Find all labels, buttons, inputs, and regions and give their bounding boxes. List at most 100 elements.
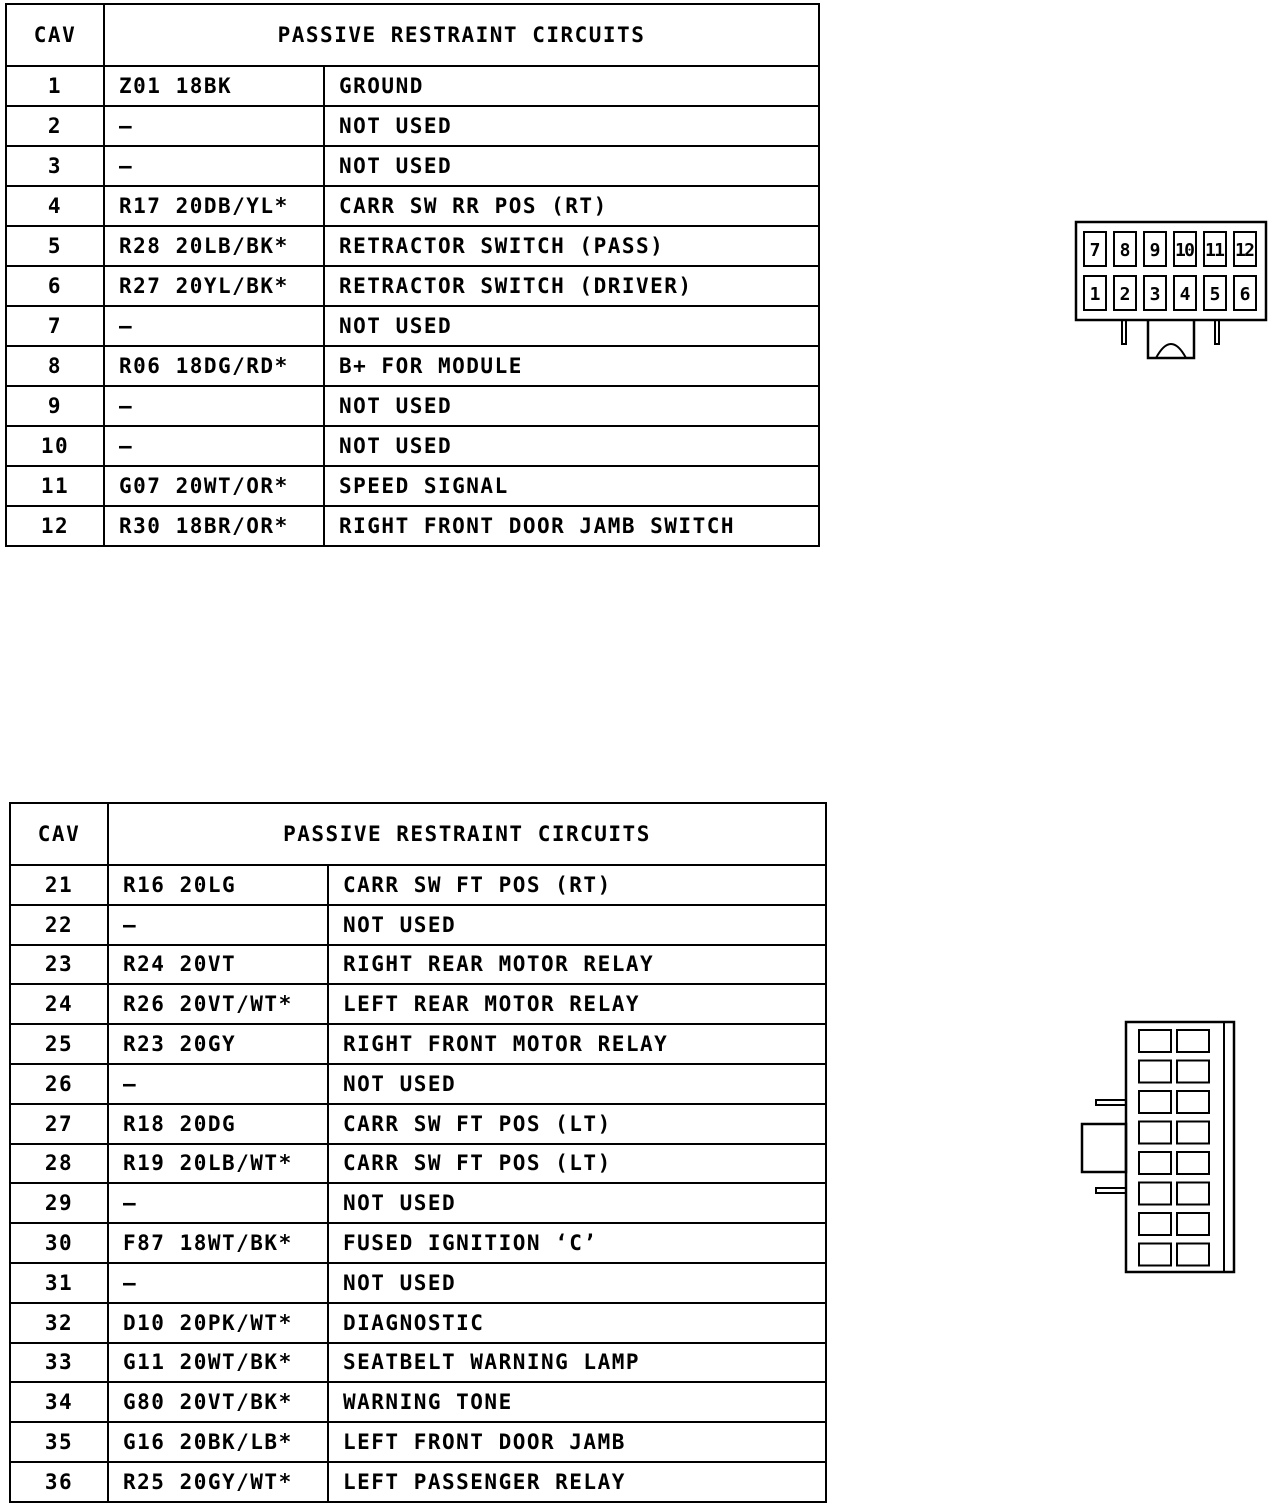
cav-cell: 4 — [5, 185, 105, 227]
cav-header: CAV — [9, 802, 109, 866]
connector-2-cavity — [1176, 1242, 1210, 1267]
table-row: 2—NOT USED — [5, 105, 820, 147]
table-row: 9—NOT USED — [5, 385, 820, 427]
wire-cell: R06 18DG/RD* — [103, 345, 325, 387]
connector-1-cavity — [1083, 275, 1107, 311]
connector-1-cavity — [1143, 231, 1167, 267]
wire-cell: R16 20LG — [107, 864, 329, 906]
table-row: 29—NOT USED — [9, 1182, 827, 1225]
wire-cell: — — [103, 305, 325, 347]
connector-2-cavity — [1138, 1090, 1172, 1114]
function-cell: RIGHT FRONT DOOR JAMB SWITCH — [323, 505, 820, 547]
function-cell: FUSED IGNITION ‘C’ — [327, 1222, 827, 1264]
connector-1-cavity — [1203, 231, 1227, 267]
wire-cell: R26 20VT/WT* — [107, 983, 329, 1026]
cav-cell: 11 — [5, 465, 105, 507]
table-title: PASSIVE RESTRAINT CIRCUITS — [103, 3, 820, 67]
table-row: 7—NOT USED — [5, 305, 820, 347]
function-cell: RETRACTOR SWITCH (PASS) — [323, 225, 820, 267]
cav-cell: 1 — [5, 65, 105, 107]
connector-1-pin-label: 3 — [1150, 284, 1161, 305]
function-cell: NOT USED — [323, 105, 820, 147]
cav-cell: 33 — [9, 1341, 109, 1384]
cav-cell: 32 — [9, 1301, 109, 1344]
table-title: PASSIVE RESTRAINT CIRCUITS — [107, 802, 827, 866]
connector-1-pin-label: 12 — [1235, 240, 1255, 261]
wire-cell: R18 20DG — [107, 1102, 329, 1145]
connector-2-cavity — [1138, 1151, 1172, 1175]
wire-cell: — — [107, 1261, 329, 1304]
wire-cell: G11 20WT/BK* — [107, 1341, 329, 1384]
function-cell: LEFT FRONT DOOR JAMB — [327, 1421, 827, 1463]
wire-cell: R17 20DB/YL* — [103, 185, 325, 227]
function-cell: NOT USED — [327, 903, 827, 946]
cav-cell: 6 — [5, 265, 105, 307]
table-header-row: CAV PASSIVE RESTRAINT CIRCUITS — [5, 3, 820, 67]
cav-cell: 34 — [9, 1381, 109, 1424]
function-cell: NOT USED — [327, 1261, 827, 1304]
connector-1-pin-label: 5 — [1210, 284, 1221, 305]
connector-1-cavity — [1113, 231, 1137, 267]
connector-1-pin-label: 1 — [1090, 284, 1101, 305]
connector-1-pin-label: 9 — [1150, 240, 1161, 261]
connector-2-face-view — [1080, 1020, 1236, 1274]
cav-cell: 35 — [9, 1421, 109, 1463]
connector-2-cavity — [1176, 1090, 1210, 1114]
cav-cell: 3 — [5, 145, 105, 187]
connector-2-cavity — [1176, 1181, 1210, 1206]
cav-cell: 12 — [5, 505, 105, 547]
function-cell: B+ FOR MODULE — [323, 345, 820, 387]
wire-cell: R25 20GY/WT* — [107, 1460, 329, 1503]
connector-2-cavity — [1176, 1059, 1210, 1084]
connector-1-latch-arc — [1155, 343, 1187, 359]
table-header-row: CAV PASSIVE RESTRAINT CIRCUITS — [9, 802, 827, 866]
connector-1-cavity — [1203, 275, 1227, 311]
wire-cell: G80 20VT/BK* — [107, 1381, 329, 1424]
connector-2-cavity — [1176, 1151, 1210, 1175]
cav-cell: 30 — [9, 1222, 109, 1264]
wire-cell: R19 20LB/WT* — [107, 1142, 329, 1185]
function-cell: SPEED SIGNAL — [323, 465, 820, 507]
cav-header: CAV — [5, 3, 105, 67]
function-cell: NOT USED — [323, 385, 820, 427]
wire-cell: R27 20YL/BK* — [103, 265, 325, 307]
connector-2-cavity — [1138, 1059, 1172, 1084]
function-cell: NOT USED — [327, 1182, 827, 1225]
connector-1-left-post — [1121, 319, 1127, 345]
function-cell: SEATBELT WARNING LAMP — [327, 1341, 827, 1384]
table-row: 3—NOT USED — [5, 145, 820, 187]
connector-2-cavity — [1138, 1212, 1172, 1236]
wire-cell: — — [107, 1182, 329, 1225]
connector-2-cavity — [1138, 1181, 1172, 1206]
cav-cell: 7 — [5, 305, 105, 347]
function-cell: NOT USED — [323, 305, 820, 347]
cav-cell: 9 — [5, 385, 105, 427]
table-row: 10—NOT USED — [5, 425, 820, 467]
connector-2-cavity — [1138, 1120, 1172, 1145]
connector-1-latch — [1146, 320, 1196, 360]
function-cell: NOT USED — [327, 1062, 827, 1105]
wire-cell: — — [103, 145, 325, 187]
function-cell: LEFT REAR MOTOR RELAY — [327, 983, 827, 1026]
function-cell: CARR SW FT POS (RT) — [327, 864, 827, 906]
connector-2-lower-tab — [1095, 1187, 1127, 1194]
connector-1-right-post — [1214, 319, 1220, 345]
connector-2-cavity — [1138, 1029, 1172, 1053]
wire-cell: R23 20GY — [107, 1023, 329, 1065]
cav-cell: 22 — [9, 903, 109, 946]
cav-cell: 31 — [9, 1261, 109, 1304]
